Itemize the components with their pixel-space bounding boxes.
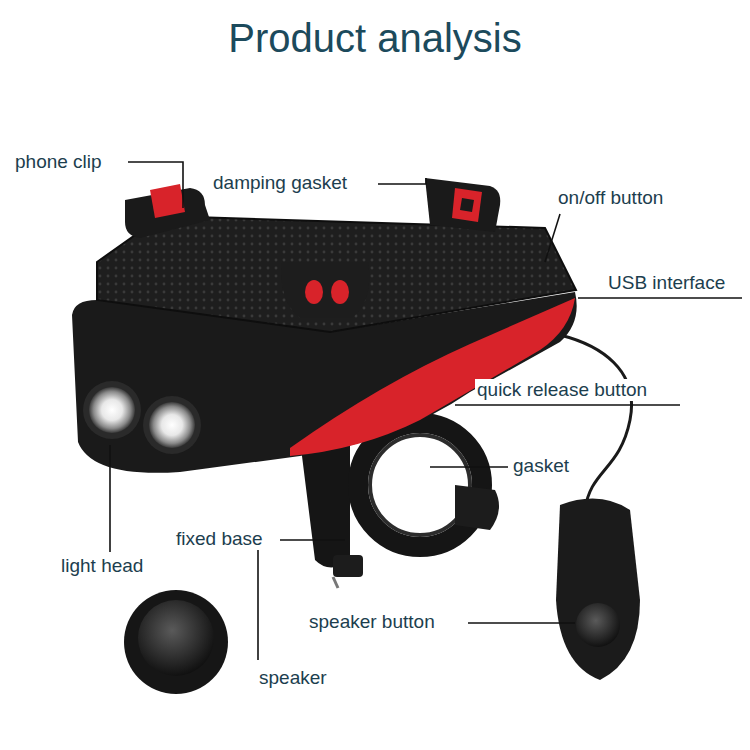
part-label: speaker button bbox=[307, 611, 437, 633]
leader-lines bbox=[110, 162, 742, 660]
part-label: speaker bbox=[257, 667, 329, 689]
part-label: gasket bbox=[511, 455, 571, 477]
part-label: fixed base bbox=[174, 528, 265, 550]
part-label: damping gasket bbox=[211, 172, 349, 194]
part-label: on/off button bbox=[556, 187, 665, 209]
cable bbox=[560, 335, 632, 510]
part-label: quick release button bbox=[475, 379, 649, 401]
part-label: light head bbox=[59, 555, 145, 577]
quick-release-tab bbox=[281, 262, 369, 318]
part-label: phone clip bbox=[13, 151, 104, 173]
phone-tray bbox=[97, 216, 576, 332]
part-label: USB interface bbox=[606, 272, 727, 294]
phone-clip bbox=[425, 178, 500, 232]
page-title: Product analysis bbox=[0, 14, 750, 62]
light-head bbox=[143, 396, 201, 454]
speaker-button-image bbox=[124, 590, 228, 694]
remote-button bbox=[556, 499, 640, 680]
fixed-base-ring bbox=[358, 423, 482, 547]
light-head bbox=[83, 381, 141, 439]
red-trim bbox=[290, 298, 575, 456]
